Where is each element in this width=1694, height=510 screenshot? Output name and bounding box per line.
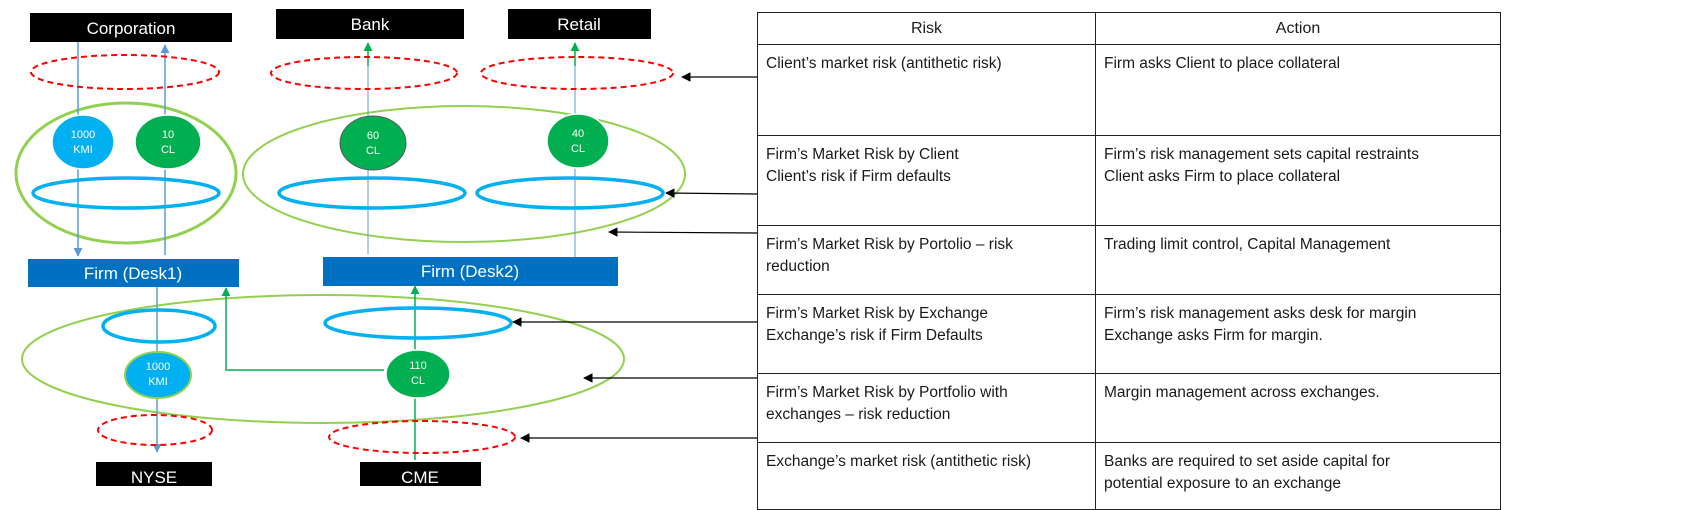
pointer-arrow: [665, 188, 757, 198]
bank-box: Bank: [276, 9, 464, 39]
bank-dashed-ellipse: [270, 56, 458, 90]
svg-text:CL: CL: [411, 375, 425, 387]
cme-box: CME: [360, 462, 481, 486]
cell-line: Firm’s risk management asks desk for mar…: [1104, 305, 1417, 322]
risk-cell: Exchange’s market risk (antithetic risk): [757, 442, 1096, 510]
table-row: Client’s market risk (antithetic risk) F…: [757, 44, 1501, 136]
svg-text:CL: CL: [571, 143, 585, 155]
bank-cl-position: 60 CL: [339, 115, 407, 171]
cell-line: Trading limit control, Capital Managemen…: [1104, 236, 1391, 253]
cell-line: Firm’s risk management sets capital rest…: [1104, 146, 1419, 163]
cell-line: Firm’s Market Risk by Portolio – risk: [766, 236, 1013, 253]
retail-box: Retail: [508, 9, 651, 39]
firm-desk1-cyan-ellipse: [101, 308, 217, 344]
cme-cl-position: 110 CL: [385, 349, 451, 399]
action-cell: Firm asks Client to place collateral: [1095, 44, 1501, 136]
risk-cell: Firm’s Market Risk by Client Client’s ri…: [757, 135, 1096, 226]
cme-dashed-ellipse: [328, 420, 516, 454]
cell-line: Firm’s Market Risk by Client: [766, 146, 959, 163]
risk-column-header: Risk: [757, 12, 1096, 45]
cell-line: Client’s risk if Firm defaults: [766, 168, 951, 185]
exchange-group-ellipse: [21, 294, 625, 424]
connector-line: [221, 287, 384, 371]
bank-retail-group-ellipse: [242, 105, 686, 243]
corporation-cl-position: 10 CL: [134, 114, 202, 170]
cell-line: Banks are required to set aside capital …: [1104, 453, 1391, 470]
svg-text:CL: CL: [161, 144, 175, 156]
svg-text:Firm (Desk1): Firm (Desk1): [84, 264, 182, 283]
table-row: Firm’s Market Risk by Client Client’s ri…: [757, 135, 1501, 226]
cell-line: exchanges – risk reduction: [766, 406, 951, 423]
svg-text:110: 110: [409, 360, 427, 372]
cell-line: Exchange’s risk if Firm Defaults: [766, 327, 983, 344]
action-column-header: Action: [1095, 12, 1501, 45]
svg-text:KMI: KMI: [73, 144, 93, 156]
cell-line: Margin management across exchanges.: [1104, 384, 1380, 401]
retail-cl-position: 40 CL: [546, 113, 610, 169]
risk-action-table: Risk Action Client’s market risk (antith…: [757, 12, 1501, 510]
svg-text:CME: CME: [401, 468, 439, 486]
corporation-box: Corporation: [30, 13, 232, 42]
table-row: Firm’s Market Risk by Exchange Exchange’…: [757, 294, 1501, 374]
cell-line: Client’s market risk (antithetic risk): [766, 55, 1002, 72]
cell-line: Client asks Firm to place collateral: [1104, 168, 1341, 185]
cell-line: Firm’s Market Risk by Portfolio with: [766, 384, 1008, 401]
svg-text:40: 40: [572, 128, 584, 140]
table-row: Firm’s Market Risk by Portolio – risk re…: [757, 225, 1501, 295]
svg-text:NYSE: NYSE: [131, 468, 177, 486]
retail-dashed-ellipse: [480, 56, 674, 90]
risk-cell: Firm’s Market Risk by Exchange Exchange’…: [757, 294, 1096, 374]
svg-text:Retail: Retail: [557, 15, 600, 34]
action-cell: Trading limit control, Capital Managemen…: [1095, 225, 1501, 295]
action-cell: Firm’s risk management sets capital rest…: [1095, 135, 1501, 226]
risk-cell: Firm’s Market Risk by Portfolio with exc…: [757, 373, 1096, 443]
table-header-row: Risk Action: [757, 12, 1501, 45]
cell-line: potential exposure to an exchange: [1104, 475, 1341, 492]
table-row: Firm’s Market Risk by Portfolio with exc…: [757, 373, 1501, 443]
firm-desk2-box: Firm (Desk2): [323, 257, 618, 286]
cell-line: reduction: [766, 258, 830, 275]
cell-line: Exchange asks Firm for margin.: [1104, 327, 1323, 344]
svg-text:Firm (Desk2): Firm (Desk2): [421, 262, 519, 281]
corporation-group-ellipse: [14, 101, 238, 245]
corporation-kmi-position: 1000 KMI: [51, 114, 115, 170]
nyse-box: NYSE: [96, 462, 212, 486]
pointer-arrow: [608, 227, 757, 237]
action-cell: Banks are required to set aside capital …: [1095, 442, 1501, 510]
risk-cell: Client’s market risk (antithetic risk): [757, 44, 1096, 136]
firm-desk1-box: Firm (Desk1): [28, 259, 239, 287]
svg-text:Bank: Bank: [351, 15, 390, 34]
nyse-kmi-position: 1000 KMI: [124, 351, 192, 399]
bank-cyan-ellipse: [277, 176, 467, 210]
corporation-dashed-ellipse: [30, 54, 220, 90]
svg-text:60: 60: [367, 130, 379, 142]
cell-line: Exchange’s market risk (antithetic risk): [766, 453, 1032, 470]
svg-text:1000: 1000: [71, 129, 95, 141]
cell-line: Firm’s Market Risk by Exchange: [766, 305, 988, 322]
action-cell: Firm’s risk management asks desk for mar…: [1095, 294, 1501, 374]
cell-line: Firm asks Client to place collateral: [1104, 55, 1341, 72]
risk-cell: Firm’s Market Risk by Portolio – risk re…: [757, 225, 1096, 295]
svg-text:1000: 1000: [146, 361, 170, 373]
svg-text:KMI: KMI: [148, 376, 168, 388]
svg-text:CL: CL: [366, 145, 380, 157]
corporation-cyan-ellipse: [31, 176, 221, 210]
action-cell: Margin management across exchanges.: [1095, 373, 1501, 443]
svg-text:10: 10: [162, 129, 174, 141]
risk-flow-diagram: Corporation Bank Retail Firm (Desk1) Fir…: [14, 9, 757, 486]
firm-desk2-cyan-ellipse: [323, 306, 513, 340]
svg-text:Corporation: Corporation: [87, 19, 176, 38]
retail-cyan-ellipse: [475, 176, 665, 210]
table-row: Exchange’s market risk (antithetic risk)…: [757, 442, 1501, 510]
nyse-dashed-ellipse: [97, 414, 213, 446]
